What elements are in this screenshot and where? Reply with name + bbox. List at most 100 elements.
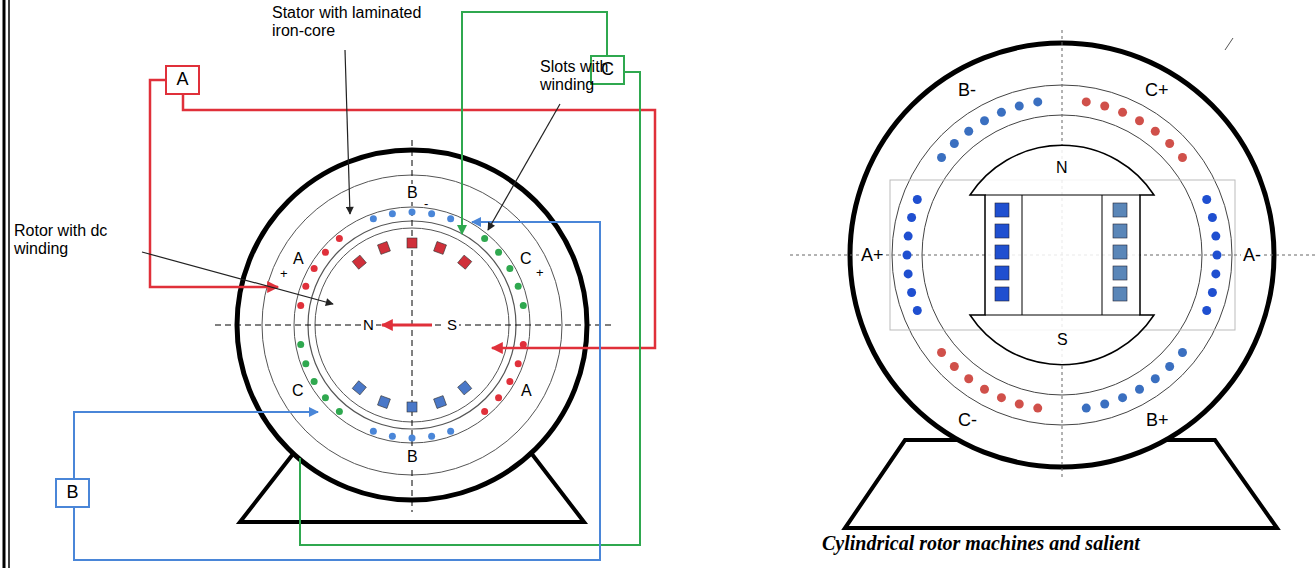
phase-label: B: [405, 184, 420, 202]
conductor-dot: [1213, 251, 1222, 260]
field-coil: [1113, 203, 1127, 217]
conductor-dot: [322, 249, 329, 256]
conductor-dot: [904, 232, 913, 241]
pole-body-line: [1102, 195, 1103, 315]
field-coil: [995, 224, 1009, 238]
conductor-dot: [302, 360, 309, 367]
conductor-dot: [1100, 102, 1109, 111]
conductor-dot: [336, 408, 343, 415]
conductor-dot: [907, 288, 916, 297]
conductor-dot: [428, 433, 435, 440]
conductor-dot: [997, 108, 1006, 117]
slot-conductors: [903, 97, 1222, 412]
phase-label: C: [292, 382, 304, 400]
pole-shoe-line: [985, 195, 1140, 196]
part-label: Stator with laminated iron-core: [272, 4, 437, 41]
conductor-dot: [322, 394, 329, 401]
field-coil: [995, 266, 1009, 280]
field-coil: [458, 255, 472, 269]
pole-label: N: [1054, 159, 1070, 177]
conductor-dot: [389, 433, 396, 440]
slot-conductors: [297, 209, 527, 442]
conductor-dot: [370, 428, 377, 435]
conductor-dot: [907, 213, 916, 222]
phase-name: A: [176, 70, 188, 90]
pole-label: S: [1055, 331, 1070, 349]
conductor-dot: [1135, 116, 1144, 125]
figure-caption: Cylindrical rotor machines and salient: [822, 532, 1140, 555]
conductor-dot: [1211, 269, 1220, 278]
conductor-dot: [964, 127, 973, 136]
field-coil: [407, 238, 417, 248]
polarity-sign: +: [536, 266, 544, 281]
conductor-dot: [481, 235, 488, 242]
phase-b-wire: [74, 412, 318, 478]
phase-label: B+: [1146, 410, 1169, 431]
conductor-dot: [964, 374, 973, 383]
conductor-dot: [937, 153, 946, 162]
conductor-dot: [1208, 213, 1217, 222]
conductor-dot: [1118, 108, 1127, 117]
phase-c-wire: [300, 72, 640, 545]
conductor-dot: [1100, 399, 1109, 408]
field-coil: [458, 381, 472, 395]
field-coil: [995, 245, 1009, 259]
polarity-sign: -: [424, 197, 428, 212]
phase-label: C-: [958, 410, 977, 431]
conductor-dot: [1118, 393, 1127, 402]
conductor-dot: [1151, 374, 1160, 383]
conductor-dot: [1015, 102, 1024, 111]
pole-body-line: [1022, 195, 1023, 315]
conductor-dot: [495, 249, 502, 256]
field-coil: [995, 287, 1009, 301]
part-label: Slots with winding: [540, 58, 625, 95]
conductor-dot: [1033, 97, 1042, 106]
phase-label: C+: [1145, 80, 1169, 101]
conductor-dot: [428, 210, 435, 217]
conductor-dot: [1135, 385, 1144, 394]
field-coil: [1113, 245, 1127, 259]
conductor-dot: [370, 215, 377, 222]
conductor-dot: [515, 360, 522, 367]
conductor-dot: [1202, 195, 1211, 204]
phase-name: B: [66, 483, 78, 503]
conductor-dot: [913, 306, 922, 315]
conductor-dot: [1082, 97, 1091, 106]
field-coil: [434, 242, 447, 255]
field-coil: [995, 203, 1009, 217]
leader-line: [142, 252, 333, 304]
part-label: Rotor with dc winding: [14, 222, 139, 259]
conductor-dot: [1178, 348, 1187, 357]
phase-b-wire: [74, 222, 600, 560]
phase-label: A: [293, 250, 304, 268]
conductor-dot: [950, 139, 959, 148]
field-arrow: [382, 324, 432, 327]
phase-label: B: [405, 448, 420, 466]
field-coil: [352, 255, 366, 269]
conductor-dot: [904, 269, 913, 278]
phase-label: A-: [1241, 245, 1263, 266]
leader-line: [488, 104, 560, 230]
salient-pole-rotor: [970, 145, 1154, 364]
conductor-dot: [302, 283, 309, 290]
field-coil: [434, 396, 447, 409]
page-border: [3, 0, 6, 568]
conductor-dot: [311, 378, 318, 385]
conductor-dot: [950, 362, 959, 371]
conductor-dot: [997, 393, 1006, 402]
conductor-dot: [1202, 306, 1211, 315]
conductor-dot: [980, 116, 989, 125]
field-coil: [407, 402, 417, 412]
pole-label: S: [445, 316, 459, 333]
phase-terminal-box: A: [165, 65, 200, 95]
phase-label: A: [521, 382, 532, 400]
conductor-dot: [1151, 127, 1160, 136]
tick-mark: [1225, 38, 1233, 50]
axis-line: [215, 325, 612, 326]
conductor-dot: [311, 265, 318, 272]
pole-label: N: [361, 316, 376, 333]
conductor-dot: [1165, 362, 1174, 371]
rotor-field-winding: [352, 238, 472, 412]
conductor-dot: [389, 210, 396, 217]
conductor-dot: [980, 385, 989, 394]
